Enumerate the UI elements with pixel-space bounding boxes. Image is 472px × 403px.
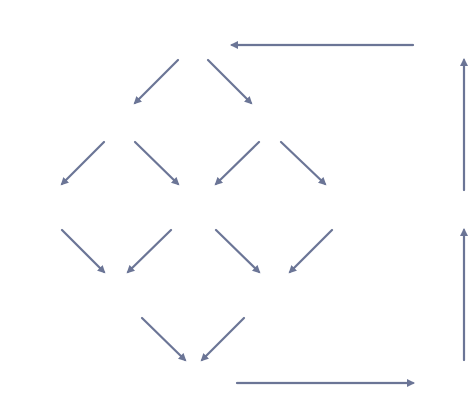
arrow-l3-4 — [288, 228, 334, 274]
arrow-l2-1 — [60, 140, 106, 186]
arrow-top-right — [206, 58, 253, 105]
arrow-l3-2 — [126, 228, 173, 274]
arrow-l2-3 — [214, 140, 261, 186]
arrow-l3-3 — [214, 228, 261, 274]
arrow-top-left — [133, 58, 180, 105]
arrow-bottom-right — [200, 316, 246, 362]
arrow-bottom-left — [140, 316, 187, 362]
arrow-l3-1 — [60, 228, 106, 274]
arrow-l2-4 — [279, 140, 327, 186]
arrow-l2-2 — [133, 140, 180, 186]
